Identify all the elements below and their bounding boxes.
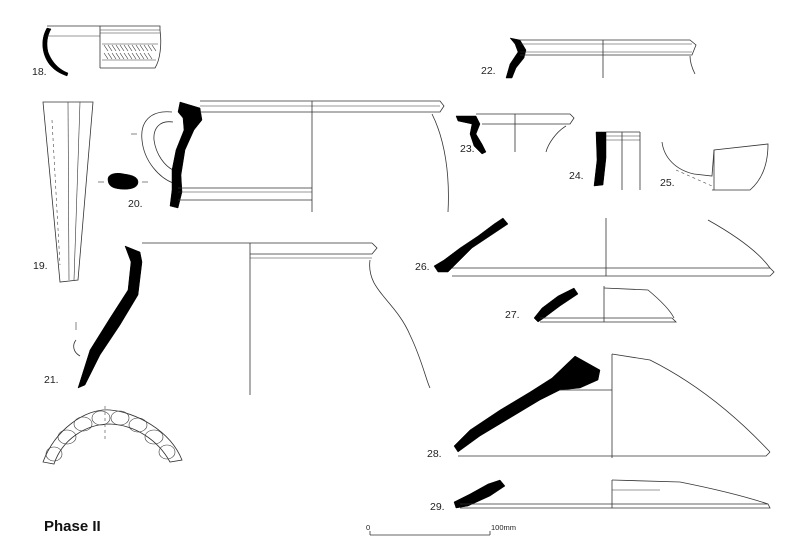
item-label-23: 23.: [460, 143, 475, 155]
vessel-29-drawing: [453, 479, 771, 509]
item-label-29: 29.: [430, 501, 445, 513]
item-label-25: 25.: [660, 177, 675, 189]
item-label-28: 28.: [427, 448, 442, 460]
vessel-18-drawing: [42, 25, 162, 77]
vessel-25-drawing: [661, 141, 769, 191]
vessel-26-drawing: [433, 217, 775, 277]
vessel-28-drawing: [453, 353, 771, 458]
vessel-24-drawing: [593, 131, 641, 190]
phase-label: Phase II: [44, 518, 101, 535]
vessel-23-drawing: [455, 113, 575, 155]
hatched-decoration: [102, 43, 158, 61]
item-label-20: 20.: [128, 198, 143, 210]
vessel-21-drawing: [73, 242, 431, 395]
vessel-21-decoration: [42, 406, 183, 465]
item-label-24: 24.: [569, 170, 584, 182]
item-label-26: 26.: [415, 261, 430, 273]
scale-start-label: 0: [366, 523, 370, 532]
scale-end-label: 100mm: [491, 523, 516, 532]
vessel-27-drawing: [533, 286, 677, 323]
item-label-27: 27.: [505, 309, 520, 321]
item-label-19: 19.: [33, 260, 48, 272]
vessel-19-drawing: [42, 101, 94, 283]
item-label-22: 22.: [481, 65, 496, 77]
vessel-22-drawing: [505, 37, 697, 79]
item-label-21: 21.: [44, 374, 59, 386]
vessel-20-drawing: [98, 100, 449, 213]
scale-bar: 0 100mm: [366, 523, 516, 536]
item-label-18: 18.: [32, 66, 47, 78]
